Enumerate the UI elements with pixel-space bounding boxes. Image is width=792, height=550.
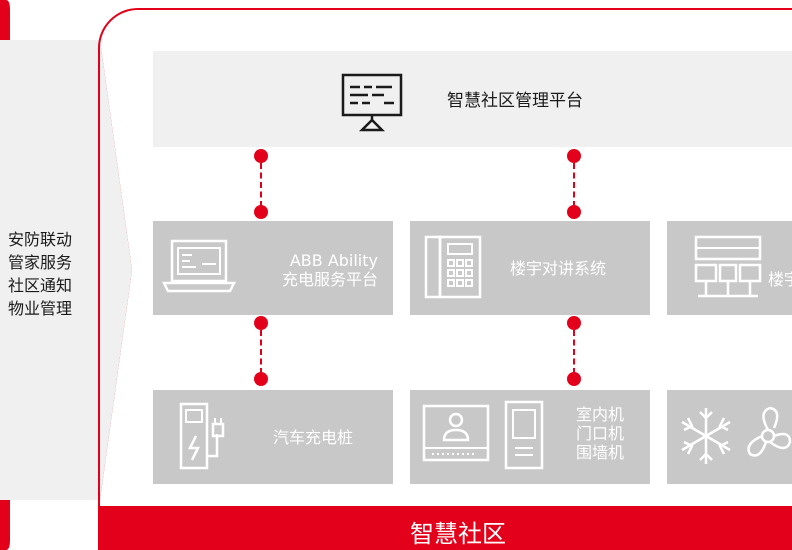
connector-dot — [567, 205, 581, 219]
building-icon — [694, 235, 762, 298]
door-station-line-3: 围墙机 — [576, 443, 625, 462]
connector-dot — [567, 316, 581, 330]
charging-platform-line-1: ABB Ability — [289, 251, 378, 270]
monitor-icon — [341, 73, 403, 132]
connector-dot — [567, 149, 581, 163]
ev-charger-label: 汽车充电桩 — [273, 428, 354, 447]
platform-panel — [153, 51, 792, 147]
connector-dot — [254, 316, 268, 330]
building-system-label: 楼宇 — [768, 270, 792, 289]
hvac-icon — [681, 406, 792, 464]
footer-bar: 智慧社区 — [98, 506, 792, 550]
intercom-icon — [424, 235, 482, 299]
connector-dot — [567, 372, 581, 386]
connector-dot — [254, 372, 268, 386]
ev-charger-icon — [179, 402, 225, 470]
charging-platform-line-2: 充电服务平台 — [281, 270, 378, 289]
left-feature-3: 社区通知 — [8, 276, 73, 295]
connector-line — [573, 163, 575, 207]
charging-platform-label: ABB Ability 充电服务平台 — [254, 251, 378, 289]
left-feature-1: 安防联动 — [8, 230, 73, 249]
door-station-line-1: 室内机 — [576, 405, 625, 424]
connector-line — [260, 330, 262, 374]
door-station-label: 室内机 门口机 围墙机 — [576, 405, 624, 462]
left-feature-4: 物业管理 — [8, 299, 73, 318]
connector-dot — [254, 205, 268, 219]
hvac-box — [667, 390, 792, 484]
connector-line — [573, 330, 575, 374]
left-feature-2: 管家服务 — [8, 253, 73, 272]
left-feature-list: 安防联动 管家服务 社区通知 物业管理 — [8, 228, 108, 320]
platform-title: 智慧社区管理平台 — [447, 91, 583, 111]
laptop-icon — [162, 239, 236, 293]
connector-line — [260, 163, 262, 207]
door-station-icon — [422, 400, 544, 470]
intercom-system-label: 楼宇对讲系统 — [510, 259, 607, 278]
door-station-line-2: 门口机 — [576, 424, 625, 443]
connector-dot — [254, 149, 268, 163]
footer-title: 智慧社区 — [410, 520, 506, 548]
